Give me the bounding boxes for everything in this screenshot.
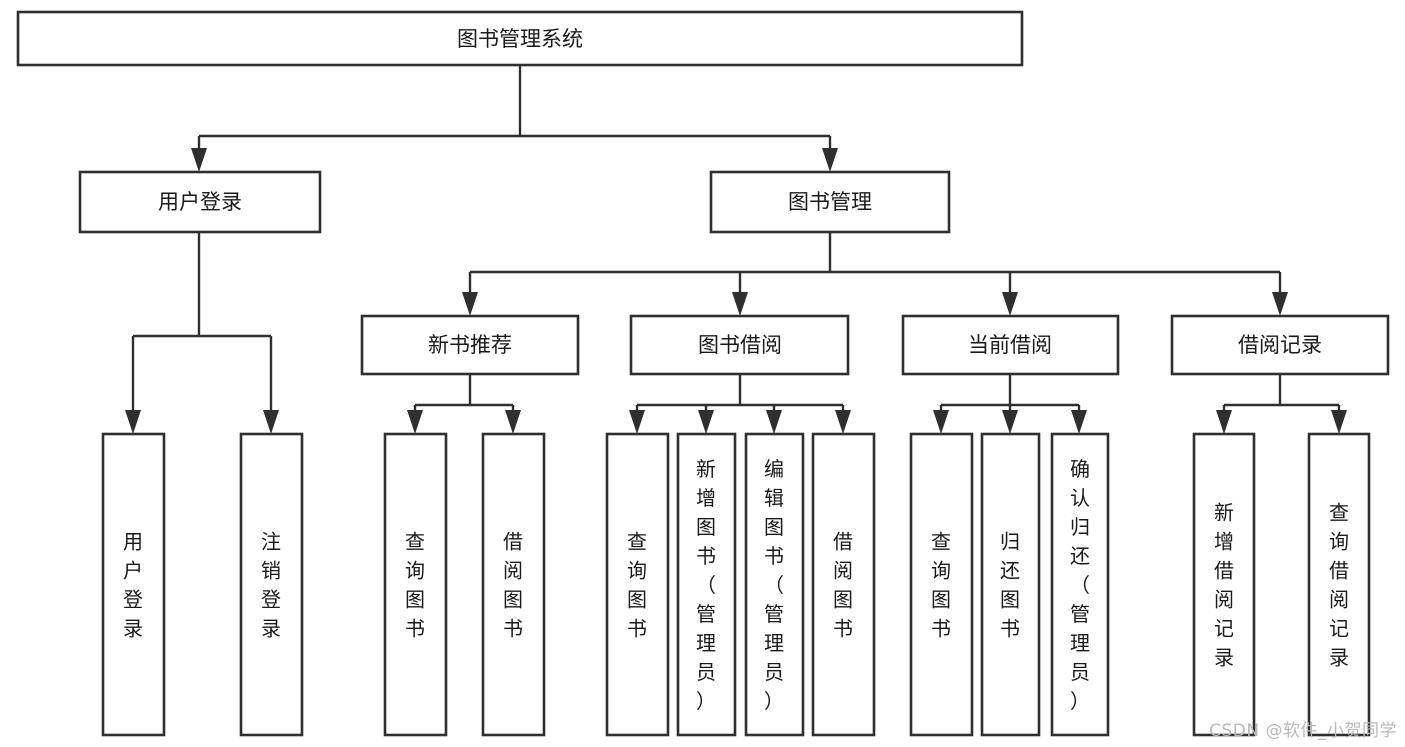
node-leaf-query-book-2[interactable]: 查询图书 [605, 432, 670, 737]
node-leaf-user-login-box[interactable] [101, 432, 166, 737]
node-leaf-add-book-admin-label: 新增图书（管理员） [696, 457, 716, 713]
node-leaf-logout-login[interactable]: 注销登录 [239, 432, 304, 737]
node-current-borrow-label: 当前借阅 [968, 333, 1052, 357]
node-new-book-recommend-box[interactable] [360, 314, 580, 376]
arrow-head-borrow-record [1272, 292, 1288, 316]
node-user-login-label: 用户登录 [158, 190, 242, 214]
node-leaf-logout-login-label: 注销登录 [261, 530, 281, 641]
node-new-book-recommend[interactable]: 新书推荐 [360, 314, 580, 376]
arrow-head-leaf-confirm-return-admin [1071, 410, 1087, 434]
node-leaf-query-book-2-box[interactable] [605, 432, 670, 737]
node-book-borrow[interactable]: 图书借阅 [629, 314, 850, 376]
arrow-head-leaf-add-book-admin [698, 410, 714, 434]
connector-group-book-borrow [629, 374, 851, 434]
arrow-head-leaf-query-borrow-record [1331, 410, 1347, 434]
node-user-login-box[interactable] [78, 170, 322, 234]
connector-group-root [191, 65, 838, 172]
node-leaf-query-book-3[interactable]: 查询图书 [909, 432, 974, 737]
node-book-manage-label: 图书管理 [788, 190, 872, 214]
node-user-login[interactable]: 用户登录 [78, 170, 322, 234]
node-leaf-edit-book-admin-label: 编辑图书（管理员） [764, 457, 784, 713]
node-leaf-borrow-book-2[interactable]: 借阅图书 [811, 432, 876, 737]
node-leaf-borrow-book-1[interactable]: 借阅图书 [481, 432, 546, 737]
node-leaf-edit-book-admin[interactable]: 编辑图书（管理员） [744, 432, 805, 737]
node-leaf-confirm-return-admin-box[interactable] [1050, 432, 1110, 737]
node-leaf-edit-book-admin-box[interactable] [744, 432, 805, 737]
node-book-manage-box[interactable] [709, 170, 951, 234]
arrow-head-leaf-return-book [1002, 410, 1018, 434]
arrow-head-leaf-query-book-1 [407, 410, 423, 434]
node-current-borrow-box[interactable] [901, 314, 1120, 376]
arrow-head-leaf-query-book-3 [933, 410, 949, 434]
arrow-head-leaf-user-login [125, 410, 141, 434]
connector-group-book-manage [462, 232, 1288, 316]
node-leaf-return-book-box[interactable] [980, 432, 1041, 737]
node-leaf-query-borrow-record[interactable]: 查询借阅记录 [1307, 432, 1371, 737]
node-leaf-query-book-1-label: 查询图书 [405, 530, 425, 641]
node-leaf-borrow-book-2-label: 借阅图书 [833, 530, 853, 641]
node-leaf-add-borrow-record-box[interactable] [1192, 432, 1256, 737]
node-leaf-add-borrow-record[interactable]: 新增借阅记录 [1192, 432, 1256, 737]
node-current-borrow[interactable]: 当前借阅 [901, 314, 1120, 376]
node-leaf-user-login[interactable]: 用户登录 [101, 432, 166, 737]
arrow-head-book-manage [822, 148, 838, 172]
node-leaf-query-book-1-box[interactable] [383, 432, 448, 737]
node-root[interactable]: 图书管理系统 [16, 10, 1024, 67]
arrow-head-user-login [191, 148, 207, 172]
arrow-head-leaf-query-book-2 [629, 410, 645, 434]
arrow-head-leaf-logout-login [263, 410, 279, 434]
node-borrow-record-box[interactable] [1170, 314, 1390, 376]
arrow-head-leaf-borrow-book-1 [505, 410, 521, 434]
node-book-borrow-box[interactable] [629, 314, 850, 376]
node-root-label: 图书管理系统 [457, 27, 583, 51]
node-leaf-logout-login-box[interactable] [239, 432, 304, 737]
node-borrow-record[interactable]: 借阅记录 [1170, 314, 1390, 376]
connector-group-new-book-recommend [407, 374, 521, 434]
node-leaf-add-borrow-record-label: 新增借阅记录 [1214, 501, 1234, 670]
node-leaf-return-book-label: 归还图书 [1000, 530, 1020, 641]
node-leaf-query-book-2-label: 查询图书 [627, 530, 647, 641]
node-leaf-confirm-return-admin[interactable]: 确认归还（管理员） [1050, 432, 1110, 737]
node-book-manage[interactable]: 图书管理 [709, 170, 951, 234]
node-leaf-query-book-3-box[interactable] [909, 432, 974, 737]
node-leaf-return-book[interactable]: 归还图书 [980, 432, 1041, 737]
node-leaf-add-book-admin-box[interactable] [676, 432, 737, 737]
arrow-head-current-borrow [1002, 292, 1018, 316]
node-leaf-user-login-label: 用户登录 [123, 530, 143, 641]
node-root-box[interactable] [16, 10, 1024, 67]
node-leaf-query-borrow-record-label: 查询借阅记录 [1329, 501, 1349, 670]
node-new-book-recommend-label: 新书推荐 [428, 333, 512, 357]
arrow-head-leaf-borrow-book-2 [835, 410, 851, 434]
node-leaf-borrow-book-1-label: 借阅图书 [503, 530, 523, 641]
node-leaf-query-book-1[interactable]: 查询图书 [383, 432, 448, 737]
connector-group-user-login [125, 232, 279, 434]
node-leaf-borrow-book-1-box[interactable] [481, 432, 546, 737]
connector-group-borrow-record [1216, 374, 1347, 434]
node-leaf-query-borrow-record-box[interactable] [1307, 432, 1371, 737]
arrow-head-leaf-add-borrow-record [1216, 410, 1232, 434]
node-leaf-add-book-admin[interactable]: 新增图书（管理员） [676, 432, 737, 737]
arrow-head-book-borrow [732, 292, 748, 316]
node-book-borrow-label: 图书借阅 [698, 333, 782, 357]
node-leaf-confirm-return-admin-label: 确认归还（管理员） [1070, 457, 1090, 713]
node-leaf-query-book-3-label: 查询图书 [931, 530, 951, 641]
connector-group-current-borrow [933, 374, 1087, 434]
node-borrow-record-label: 借阅记录 [1238, 333, 1322, 357]
node-leaf-borrow-book-2-box[interactable] [811, 432, 876, 737]
arrow-head-new-book-recommend [462, 292, 478, 316]
arrow-head-leaf-edit-book-admin [766, 410, 782, 434]
